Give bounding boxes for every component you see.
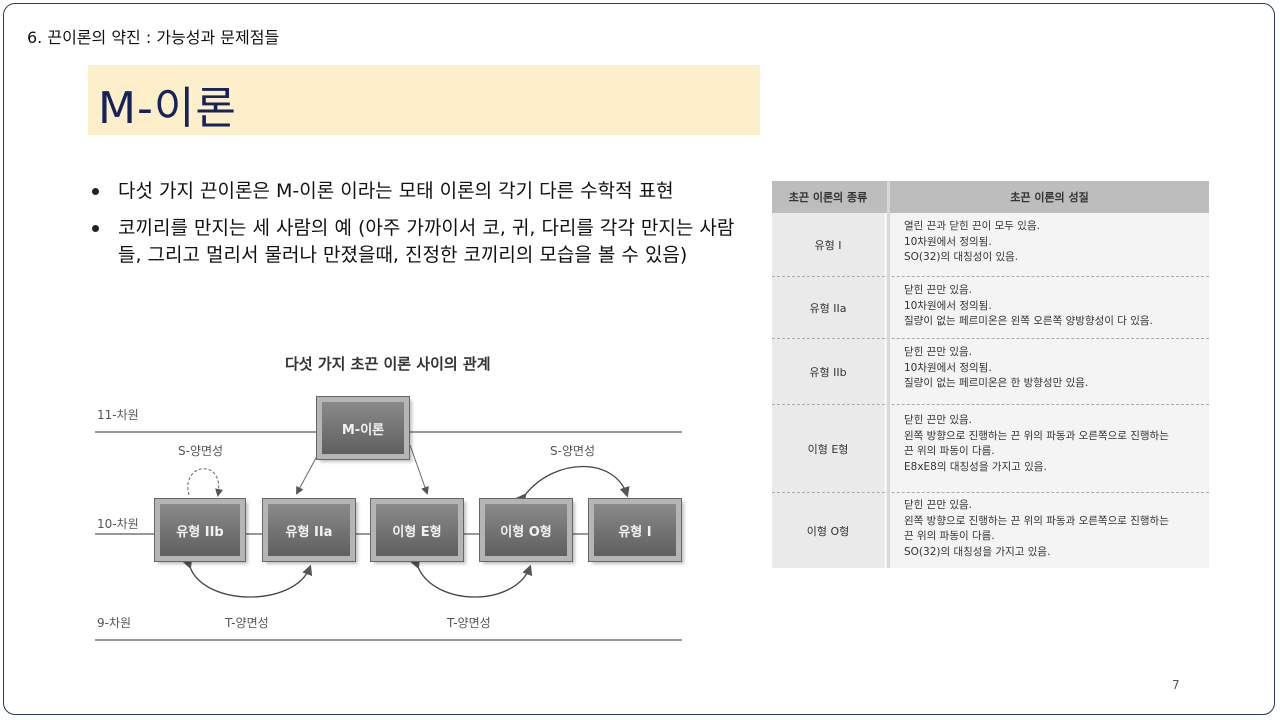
table-header: 초끈 이론의 종류 초끈 이론의 성질 <box>772 181 1209 213</box>
table-header-cell: 초끈 이론의 종류 <box>788 191 868 204</box>
table-cell-type: 유형 IIb <box>772 339 884 404</box>
table-cell-desc: 닫힌 끈만 있음.왼쪽 방향으로 진행하는 끈 위의 파동과 오른쪽으로 진행하… <box>904 499 1169 558</box>
bullet-item: 코끼리를 만지는 세 사람의 예 (아주 가까이서 코, 귀, 다리를 각각 만… <box>90 215 750 269</box>
table-row: 유형 I 열린 끈과 닫힌 끈이 모두 있음.10차원에서 정의됨.SO(32)… <box>772 213 1209 277</box>
table-row: 유형 IIb 닫힌 끈만 있음.10차원에서 정의됨.질량이 없는 페르미온은 … <box>772 339 1209 405</box>
table-cell-type: 유형 I <box>772 213 884 276</box>
slide-frame <box>3 3 1275 715</box>
table-cell-type: 이형 O형 <box>772 493 884 568</box>
string-theory-diagram: 다섯 가지 초끈 이론 사이의 관계 11-차원 10-차원 9-차원 S-양면… <box>85 345 685 655</box>
m-to-e-arrow <box>409 444 429 495</box>
t-duality-right-arrow <box>410 557 533 598</box>
bullet-list: 다섯 가지 끈이론은 M-이론 이라는 모태 이론의 각기 다른 수학적 표현 … <box>90 178 750 279</box>
s-duality-right-label: S-양면성 <box>550 444 596 458</box>
heterotic-o-box: 이형 O형 <box>479 498 573 562</box>
t-duality-right-label: T-양면성 <box>447 616 491 630</box>
section-header: 6. 끈이론의 약진 : 가능성과 문제점들 <box>27 28 280 47</box>
t-duality-left-label: T-양면성 <box>225 616 269 630</box>
type-i-box: 유형 I <box>588 498 682 562</box>
table-cell-desc: 닫힌 끈만 있음.10차원에서 정의됨.질량이 없는 페르미온은 왼쪽 오른쪽 … <box>904 284 1153 327</box>
table-cell-desc: 닫힌 끈만 있음.10차원에서 정의됨.질량이 없는 페르미온은 한 방향성만 … <box>904 346 1089 389</box>
m-theory-box: M-이론 <box>316 396 410 460</box>
table-row: 유형 IIa 닫힌 끈만 있음.10차원에서 정의됨.질량이 없는 페르미온은 … <box>772 277 1209 339</box>
s-duality-right-arrow <box>516 466 630 505</box>
page-number: 7 <box>1172 678 1180 692</box>
type-iia-box: 유형 IIa <box>262 498 356 562</box>
bullet-item: 다섯 가지 끈이론은 M-이론 이라는 모태 이론의 각기 다른 수학적 표현 <box>90 178 750 205</box>
table-cell-type: 이형 E형 <box>772 405 884 492</box>
superstring-table: 초끈 이론의 종류 초끈 이론의 성질 유형 I 열린 끈과 닫힌 끈이 모두 … <box>772 181 1209 568</box>
table-row: 이형 O형 닫힌 끈만 있음.왼쪽 방향으로 진행하는 끈 위의 파동과 오른쪽… <box>772 493 1209 568</box>
level-label-11d: 11-차원 <box>97 408 139 422</box>
table-cell-desc: 닫힌 끈만 있음.왼쪽 방향으로 진행하는 끈 위의 파동과 오른쪽으로 진행하… <box>904 414 1169 473</box>
type-iib-box: 유형 IIb <box>154 498 246 562</box>
table-row: 이형 E형 닫힌 끈만 있음.왼쪽 방향으로 진행하는 끈 위의 파동과 오른쪽… <box>772 405 1209 493</box>
diagram-title: 다섯 가지 초끈 이론 사이의 관계 <box>285 355 491 373</box>
t-duality-left-arrow <box>182 557 313 598</box>
title-band <box>88 65 760 135</box>
table-cell-type: 유형 IIa <box>772 277 884 338</box>
table-cell-desc: 열린 끈과 닫힌 끈이 모두 있음.10차원에서 정의됨.SO(32)의 대칭성… <box>904 220 1040 263</box>
level-label-9d: 9-차원 <box>97 616 132 630</box>
table-divider <box>887 181 890 568</box>
table-header-cell: 초끈 이론의 성질 <box>1010 191 1089 204</box>
s-duality-left-label: S-양면성 <box>178 444 224 458</box>
s-duality-left-arrow <box>187 468 224 497</box>
heterotic-e-box: 이형 E형 <box>370 498 464 562</box>
level-label-10d: 10-차원 <box>97 517 139 531</box>
slide-title: M-이론 <box>98 83 237 134</box>
